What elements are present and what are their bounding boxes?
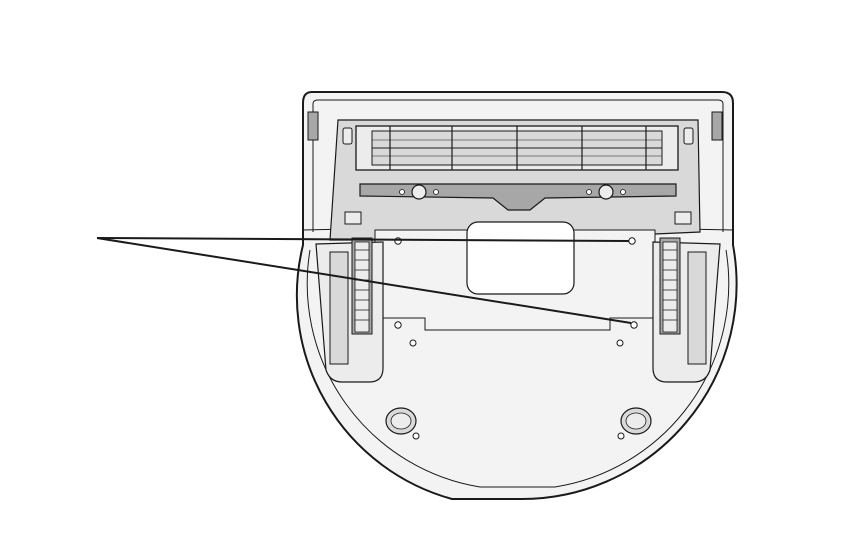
screw-hole	[628, 237, 636, 245]
right-caster	[617, 407, 652, 440]
right-clip	[674, 211, 692, 225]
left-caster	[385, 407, 420, 440]
vacuum-lower-contour	[306, 249, 730, 488]
axle-right-hole-2	[620, 189, 626, 195]
axle-bar	[359, 183, 677, 211]
axle-right-hole	[586, 189, 592, 195]
callout-line-upper	[96, 237, 630, 242]
screw-hole	[409, 339, 417, 347]
callout-line-lower	[96, 237, 632, 324]
left-corner-tab	[307, 111, 319, 141]
vacuum-body-inner-line	[312, 99, 724, 232]
axle-left-hole-2	[433, 189, 439, 195]
axle-right-knob	[598, 184, 614, 200]
screw-hole	[616, 339, 624, 347]
left-wheel-assembly	[315, 237, 384, 383]
sensor-window	[466, 221, 575, 295]
right-corner-tab	[711, 111, 723, 141]
axle-left-hole	[399, 189, 405, 195]
right-latch	[683, 127, 694, 145]
right-wheel-assembly	[652, 237, 721, 383]
axle-left-knob	[411, 184, 427, 200]
left-clip	[344, 211, 362, 225]
screw-hole	[630, 321, 638, 329]
brush-cage	[355, 125, 679, 171]
left-latch	[342, 127, 353, 145]
screw-hole	[394, 321, 402, 329]
